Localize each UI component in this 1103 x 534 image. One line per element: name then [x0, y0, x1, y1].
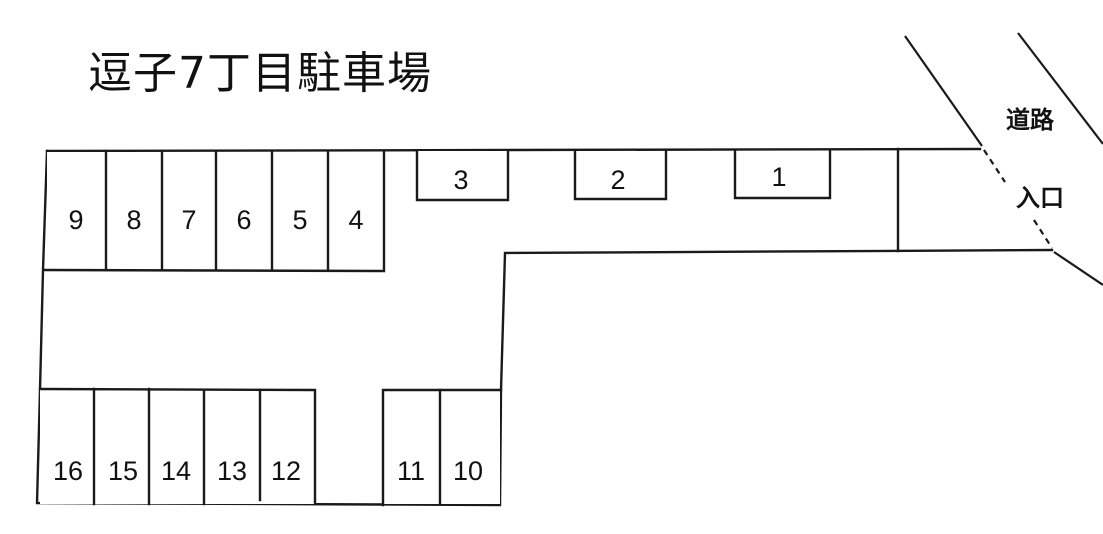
spot-number-4: 4 — [348, 205, 363, 235]
parking-spot-9[interactable] — [47, 152, 106, 269]
road-edge-right — [1017, 32, 1103, 145]
spot-row-top-left — [42, 149, 386, 273]
spot-number-15: 15 — [108, 456, 138, 486]
spot-number-2: 2 — [610, 165, 625, 195]
parking-spot-10[interactable] — [440, 390, 500, 504]
entrance-edge-dashed — [983, 149, 1006, 183]
parking-spot-3[interactable] — [415, 149, 510, 202]
spot-number-13: 13 — [217, 456, 247, 486]
parking-spot-2[interactable] — [573, 149, 668, 201]
spot-number-11: 11 — [397, 456, 425, 486]
spot-number-12: 12 — [271, 456, 301, 486]
page-title: 逗子7丁目駐車場 — [88, 48, 432, 99]
spot-number-1: 1 — [771, 162, 786, 192]
spot-number-7: 7 — [181, 205, 196, 235]
parking-spot-7[interactable] — [162, 152, 216, 269]
parking-spot-16[interactable] — [40, 390, 94, 504]
road-label: 道路 — [1006, 106, 1055, 134]
spot-row-bottom-right — [381, 388, 503, 507]
spot-number-3: 3 — [453, 165, 468, 195]
spot-number-8: 8 — [126, 205, 141, 235]
road-edge-lower — [1053, 251, 1103, 286]
parking-spot-11[interactable] — [383, 390, 440, 504]
road-edge-left — [904, 35, 983, 147]
parking-spot-13[interactable] — [204, 390, 260, 504]
parking-spot-12[interactable] — [260, 390, 315, 504]
parking-spot-14[interactable] — [149, 390, 204, 504]
lot-boundary-top — [45, 147, 982, 153]
spot-number-6: 6 — [236, 205, 251, 235]
parking-spot-15[interactable] — [94, 390, 149, 504]
parking-spot-4[interactable] — [328, 152, 384, 269]
parking-spot-6[interactable] — [216, 152, 272, 269]
spot-row-bottom-left — [38, 387, 317, 506]
spot-number-9: 9 — [68, 205, 83, 235]
parking-spot-8[interactable] — [106, 152, 162, 269]
parking-spot-5[interactable] — [272, 152, 328, 269]
spot-number-10: 10 — [453, 456, 483, 486]
spot-number-14: 14 — [161, 456, 191, 486]
entrance-edge-dashed-lower — [1033, 219, 1053, 249]
spot-number-5: 5 — [292, 205, 307, 235]
spot-number-16: 16 — [53, 456, 83, 486]
entrance-label: 入口 — [1016, 184, 1064, 212]
parking-spot-1[interactable] — [733, 149, 832, 200]
